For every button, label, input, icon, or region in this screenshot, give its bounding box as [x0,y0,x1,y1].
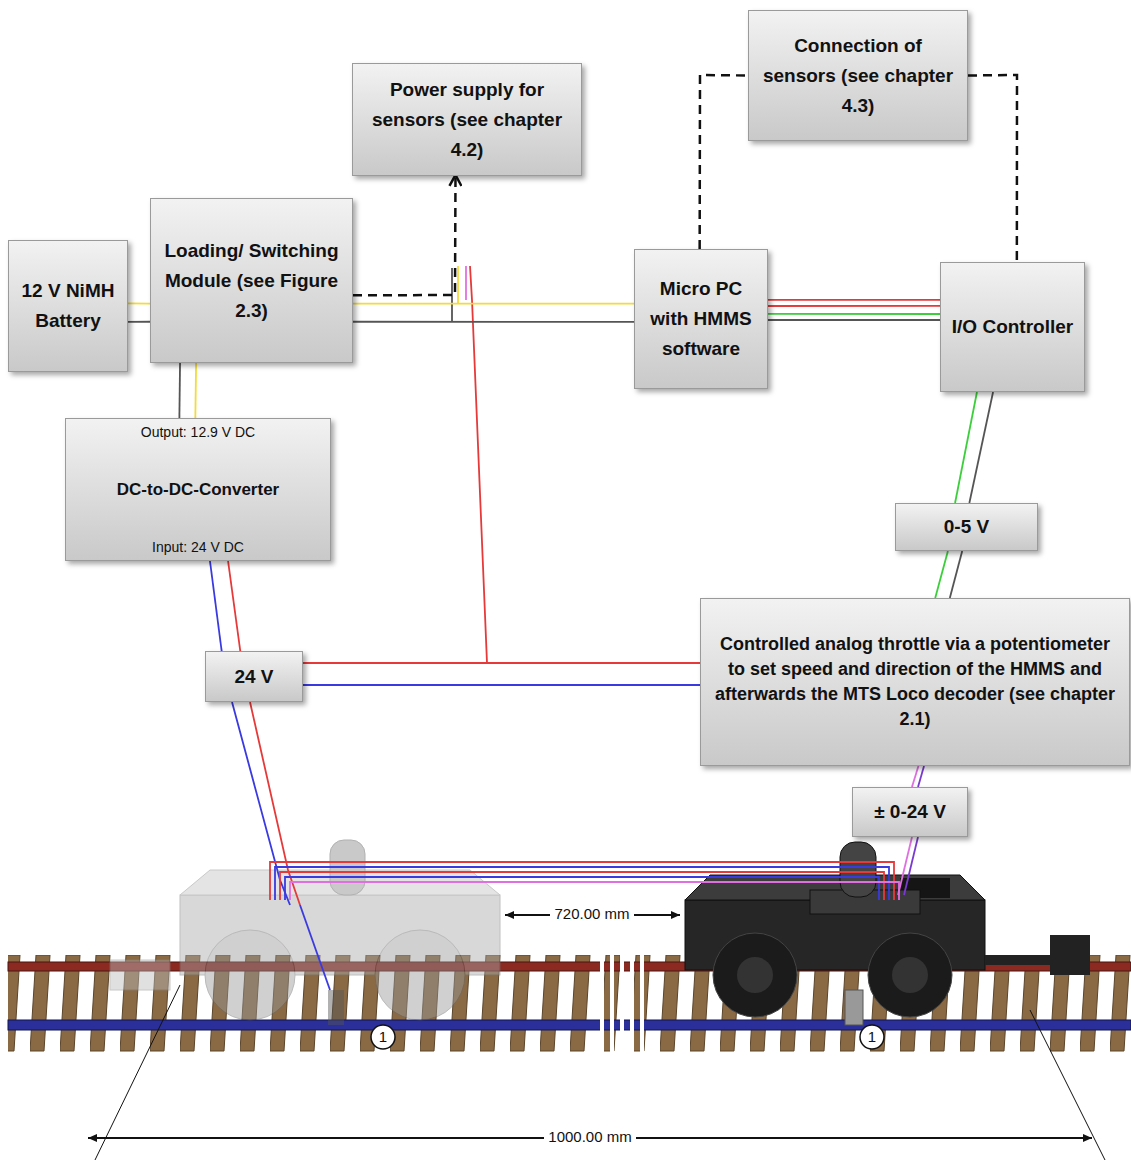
wire [768,319,940,321]
wire [768,313,940,315]
wire [353,303,634,305]
connector [353,304,634,322]
rail [8,1020,1131,1030]
wire [768,305,940,307]
callout-number: 1 [862,1027,882,1047]
dimension-label: 720.00 mm [550,905,633,922]
box-text: Micro PC with HMMS software [643,274,759,364]
connector [968,75,1017,262]
box-text: I/O Controller [952,312,1073,342]
process-box: Controlled analog throttle via a potenti… [700,598,1130,766]
extension-line [95,985,180,1160]
box-text: Loading/ Switching Module (see Figure 2.… [159,236,344,326]
process-box: I/O Controller [940,262,1085,392]
connector [128,303,150,321]
wire [128,321,150,323]
wire [912,766,918,787]
wire [178,363,180,418]
process-box: 12 V NiMH Battery [8,240,128,372]
loco [685,842,1090,1025]
process-box: ± 0-24 V [852,787,968,837]
track-break [600,955,644,1052]
box-text: 0-5 V [944,512,989,542]
connector [179,363,196,418]
callout-circle [371,1025,395,1049]
box-text: Connection of sensors (see chapter 4.3) [757,31,959,121]
process-box: Connection of sensors (see chapter 4.3) [748,10,968,141]
wire [700,75,748,249]
wire [969,392,993,503]
dimension-label: 1000.00 mm [544,1128,635,1145]
box-text: 24 V [234,662,273,692]
wire [950,551,962,598]
connector [210,561,240,651]
process-box: 24 V [205,651,303,702]
wire [968,75,1017,262]
wire [353,321,634,323]
connector [935,551,962,598]
wire [303,662,700,664]
box-text: Input: 24 V DC [152,538,244,556]
connector [768,300,940,320]
extension-line [1030,1010,1105,1160]
wire [935,551,948,598]
box-text: ± 0-24 V [874,797,946,827]
wire [128,302,150,304]
connector [955,392,993,503]
process-box: Power supply for sensors (see chapter 4.… [352,63,582,176]
connector [353,176,456,295]
wire [194,363,197,418]
wire [768,299,940,301]
process-box: 0-5 V [895,503,1038,551]
connector [700,75,748,249]
box-text: 12 V NiMH Battery [17,276,119,336]
box-text: DC-to-DC-Converter [117,475,279,505]
callout-circle [860,1025,884,1049]
connector [912,766,924,787]
callout-number: 1 [373,1027,393,1047]
box-text: Controlled analog throttle via a potenti… [709,632,1121,732]
process-box: Loading/ Switching Module (see Figure 2.… [150,198,353,363]
wire [228,561,240,651]
connector [303,663,700,685]
wire [918,766,924,787]
wire [353,176,456,295]
process-box: Output: 12.9 V DC DC-to-DC-ConverterInput… [65,418,331,561]
wire [303,684,700,686]
process-box: Micro PC with HMMS software [634,249,768,389]
wire [210,561,222,651]
box-text: Power supply for sensors (see chapter 4.… [361,75,573,165]
box-text: Output: 12.9 V DC [141,423,255,441]
